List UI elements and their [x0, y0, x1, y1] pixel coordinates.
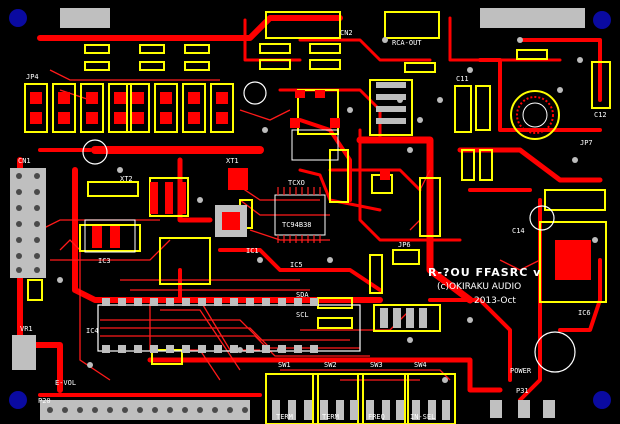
label-xt1: XT1: [226, 157, 239, 165]
resistor-array: [376, 82, 427, 328]
label-ic4: IC4: [86, 327, 99, 335]
label-ic5: IC5: [290, 261, 303, 269]
label-jp6: JP6: [398, 241, 411, 249]
label-power: POWER: [510, 367, 532, 375]
mount-hole-tl: [9, 9, 27, 27]
label-sw3: SW3: [370, 361, 383, 369]
mounting-holes: [9, 9, 611, 409]
ic5-package: [291, 129, 339, 161]
header-rca-out: [384, 11, 440, 39]
label-p20: P20: [38, 397, 51, 405]
switch-pads: [272, 400, 450, 420]
component-outlines: [24, 11, 611, 424]
label-c11: C11: [456, 75, 469, 83]
label-rca-out: RCA-OUT: [392, 39, 422, 47]
label-xt2: XT2: [120, 175, 133, 183]
header-pins: [10, 8, 585, 420]
label-freq: FREQ: [368, 413, 385, 421]
label-vr1: VR1: [20, 325, 33, 333]
ic3-package: [84, 219, 136, 253]
header-cn2: [265, 11, 341, 39]
board-date: 2013-Oct: [474, 296, 516, 306]
label-c12: C12: [594, 111, 607, 119]
label-tcxo: TCXO: [288, 179, 305, 187]
tcxo-chip: [215, 205, 247, 237]
mount-hole-bl: [9, 391, 27, 409]
toroid-inductor: [510, 90, 560, 140]
electrolytic-caps: [82, 81, 576, 373]
mount-hole-tr: [593, 11, 611, 29]
ic4-package: [97, 298, 361, 353]
label-ic3: IC3: [98, 257, 111, 265]
label-term: TERM: [276, 413, 293, 421]
label-ic-chip: TC94B38: [282, 221, 312, 229]
copper-layer: [17, 15, 603, 402]
ic2-qfp: [274, 187, 326, 243]
copper-pads: [30, 90, 591, 280]
label-sw2: SW2: [324, 361, 337, 369]
label-cn1: CN1: [18, 157, 31, 165]
label-cn2: CN2: [340, 29, 353, 37]
board-copyright: (c)OKIRAKU AUDIO: [437, 282, 522, 292]
vias: [57, 37, 598, 383]
switch-term2-outline: [312, 373, 364, 424]
label-jp4: JP4: [26, 73, 39, 81]
label-sw1: SW1: [278, 361, 291, 369]
label-p31: P31: [516, 387, 529, 395]
header-holes: [16, 173, 248, 413]
label-scl: SCL: [296, 311, 309, 319]
label-sw4: SW4: [414, 361, 427, 369]
label-ic6: IC6: [578, 309, 591, 317]
label-jp7: JP7: [580, 139, 593, 147]
switch-in-sel-outline: [404, 373, 456, 424]
label-term2: TERM: [322, 413, 339, 421]
label-c14: C14: [512, 227, 525, 235]
switch-term-outline: [265, 373, 319, 424]
switch-freq-outline: [357, 373, 409, 424]
label-e-vol: E-VOL: [55, 379, 77, 387]
board-title: R-?OU FFASRC v: [428, 266, 542, 279]
label-sda: SDA: [296, 291, 309, 299]
label-in-sel: IN-SEL: [410, 413, 436, 421]
label-ic1: IC1: [246, 247, 259, 255]
mount-hole-br: [593, 391, 611, 409]
